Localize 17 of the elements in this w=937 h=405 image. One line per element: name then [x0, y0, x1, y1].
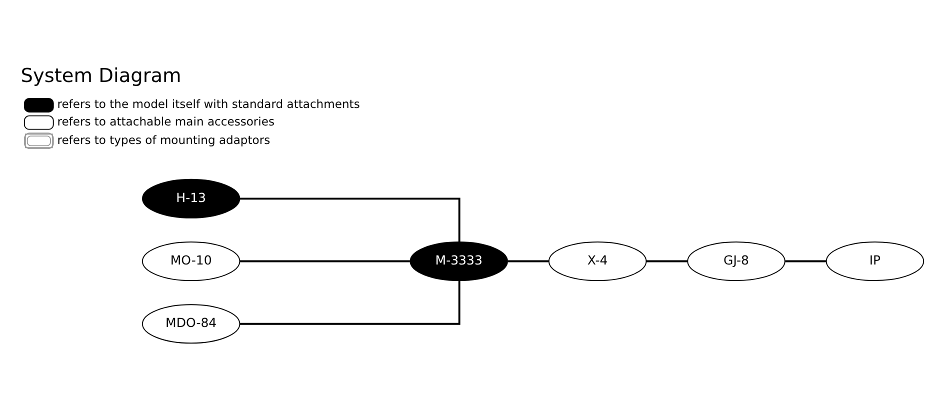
- node-ellipse: MDO-84: [142, 304, 240, 344]
- connector: [240, 260, 410, 262]
- node-ellipse: GJ-8: [687, 241, 786, 281]
- node-ellipse: MO-10: [142, 241, 240, 281]
- connector: [240, 280, 460, 324]
- connector: [646, 260, 688, 262]
- legend-label: refers to types of mounting adaptors: [57, 132, 270, 146]
- legend-label: refers to the model itself with standard attachments: [57, 96, 360, 111]
- node-ellipse: H-13: [142, 178, 240, 218]
- node-ellipse: X-4: [548, 241, 647, 281]
- legend-label: refers to attachable main accessories: [57, 114, 275, 128]
- node-ellipse: IP: [826, 241, 924, 281]
- connector: [785, 260, 826, 262]
- node-ellipse: M-3333: [410, 241, 508, 281]
- connector: [508, 260, 549, 262]
- diagram-title: System Diagram: [20, 64, 182, 87]
- connector: [240, 197, 460, 242]
